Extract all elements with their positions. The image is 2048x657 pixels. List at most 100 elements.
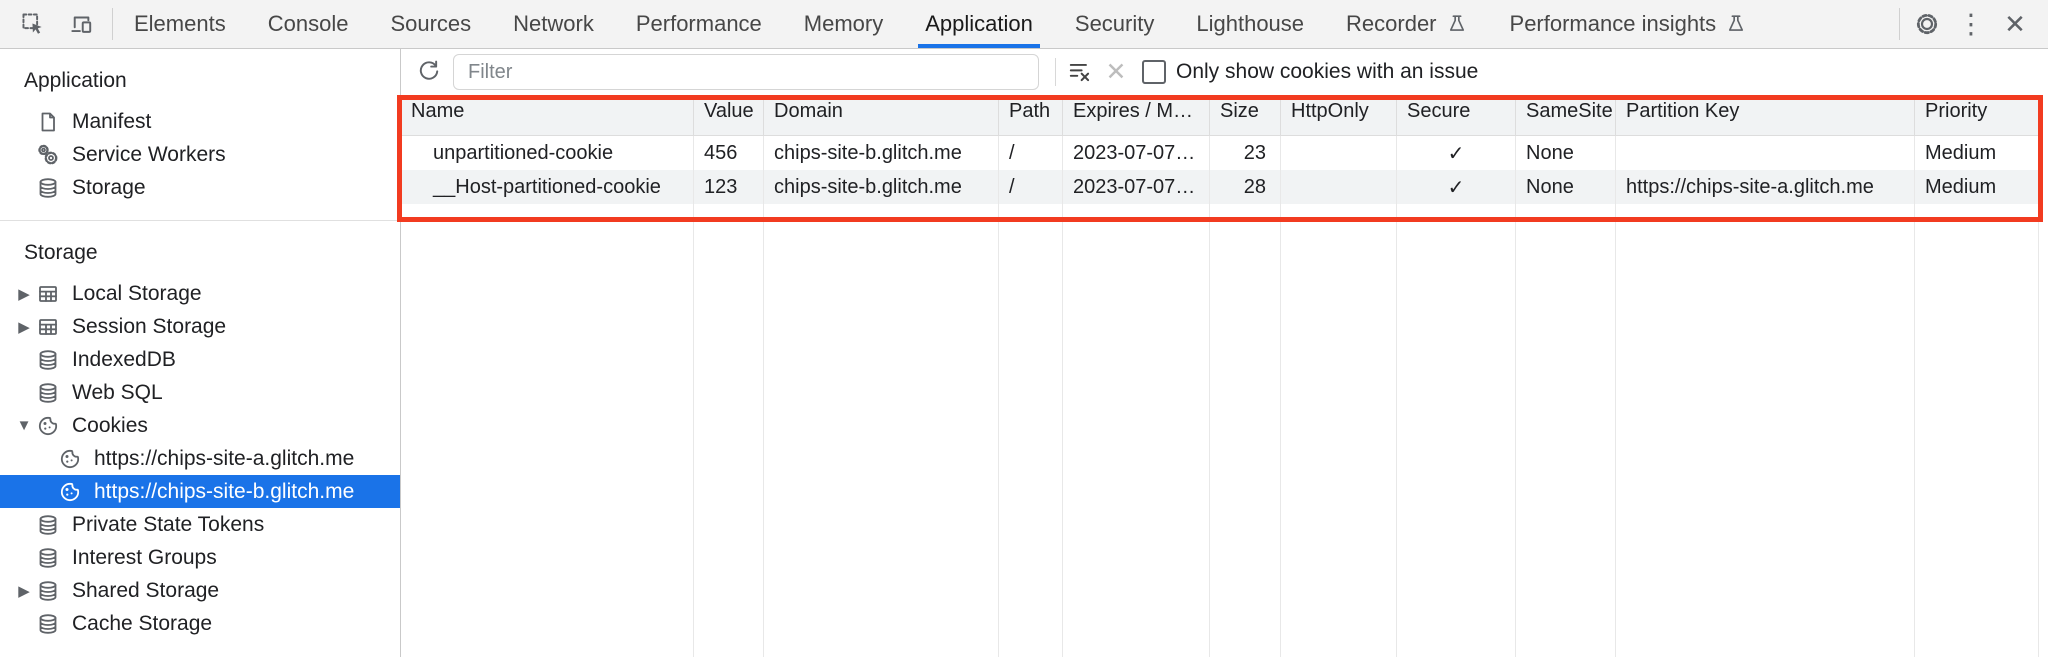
cell-path[interactable]: /: [999, 136, 1063, 170]
sidebar-item-manifest[interactable]: Manifest: [0, 105, 400, 138]
cell-secure-checkmark[interactable]: ✓: [1397, 170, 1516, 204]
cell-partition-key[interactable]: [1616, 136, 1915, 170]
chevron-right-icon[interactable]: ▶: [18, 285, 30, 303]
sidebar-item-label: Local Storage: [72, 281, 202, 305]
column-header-partition-key[interactable]: Partition Key: [1616, 100, 1915, 136]
column-header-secure[interactable]: Secure: [1397, 100, 1516, 136]
sidebar-item-local-storage[interactable]: ▶ Local Storage: [0, 277, 400, 310]
sidebar-item-label: Manifest: [72, 109, 152, 133]
tab-console[interactable]: Console: [247, 0, 370, 48]
cell-partition-key[interactable]: https://chips-site-a.glitch.me: [1616, 170, 1915, 204]
cell-name[interactable]: unpartitioned-cookie: [401, 136, 694, 170]
sidebar-item-cookies[interactable]: ▼ Cookies: [0, 409, 400, 442]
sidebar-item-label: https://chips-site-a.glitch.me: [94, 446, 355, 470]
only-show-issue-label[interactable]: Only show cookies with an issue: [1176, 60, 1479, 83]
cell-size[interactable]: 23: [1210, 136, 1281, 170]
column-header-name[interactable]: Name: [401, 100, 694, 136]
tab-label: Network: [513, 11, 594, 36]
sidebar-item-cookies-chips-site-a[interactable]: https://chips-site-a.glitch.me: [0, 442, 400, 475]
sidebar-item-label: Interest Groups: [72, 545, 217, 569]
sidebar-item-shared-storage[interactable]: ▶ Shared Storage: [0, 574, 400, 607]
tab-sources[interactable]: Sources: [369, 0, 492, 48]
cell-path[interactable]: /: [999, 170, 1063, 204]
device-toolbar-icon[interactable]: [64, 7, 98, 41]
filler-cell: [1397, 204, 1516, 657]
sidebar-item-indexeddb[interactable]: IndexedDB: [0, 343, 400, 376]
sidebar-item-private-state-tokens[interactable]: Private State Tokens: [0, 508, 400, 541]
only-show-issue-checkbox[interactable]: [1142, 60, 1166, 84]
sidebar-item-label: Web SQL: [72, 380, 163, 404]
cell-domain[interactable]: chips-site-b.glitch.me: [764, 170, 999, 204]
sidebar-item-service-workers[interactable]: Service Workers: [0, 138, 400, 171]
gear-icon[interactable]: [1910, 7, 1944, 41]
sidebar-item-cache-storage[interactable]: Cache Storage: [0, 607, 400, 640]
column-header-expires[interactable]: Expires / M…: [1063, 100, 1210, 136]
cell-priority[interactable]: Medium: [1915, 170, 2039, 204]
database-icon: [39, 613, 57, 634]
cell-value[interactable]: 456: [694, 136, 764, 170]
toolbar-left-icons: [0, 0, 112, 48]
tab-label: Application: [925, 11, 1033, 36]
sidebar-item-interest-groups[interactable]: Interest Groups: [0, 541, 400, 574]
filter-input[interactable]: [453, 54, 1039, 90]
filler-cell: [694, 204, 764, 657]
database-icon: [39, 382, 57, 403]
column-header-priority[interactable]: Priority: [1915, 100, 2039, 136]
sidebar-item-web-sql[interactable]: Web SQL: [0, 376, 400, 409]
cell-httponly[interactable]: [1281, 170, 1397, 204]
inspect-element-icon[interactable]: [16, 7, 50, 41]
tab-elements[interactable]: Elements: [113, 0, 247, 48]
chevron-right-icon[interactable]: ▶: [18, 318, 30, 336]
clear-filter-icon[interactable]: [1062, 54, 1098, 90]
cookie-icon: [60, 448, 80, 468]
cell-name[interactable]: __Host-partitioned-cookie: [401, 170, 694, 204]
filler-cell: [1516, 204, 1616, 657]
tab-label: Security: [1074, 11, 1155, 36]
database-icon: [39, 547, 57, 568]
sidebar-item-cookies-chips-site-b[interactable]: https://chips-site-b.glitch.me: [0, 475, 400, 508]
column-header-httponly[interactable]: HttpOnly: [1281, 100, 1397, 136]
sidebar-item-label: IndexedDB: [72, 347, 176, 371]
refresh-icon[interactable]: [411, 54, 447, 90]
chevron-down-icon[interactable]: ▼: [16, 417, 32, 434]
column-header-samesite[interactable]: SameSite: [1516, 100, 1616, 136]
cell-samesite[interactable]: None: [1516, 170, 1616, 204]
tab-security[interactable]: Security: [1054, 0, 1175, 48]
tab-memory[interactable]: Memory: [783, 0, 904, 48]
cell-httponly[interactable]: [1281, 136, 1397, 170]
cell-expires[interactable]: 2023-07-07…: [1063, 136, 1210, 170]
delete-selected-icon[interactable]: ✕: [1105, 58, 1127, 86]
sidebar-item-session-storage[interactable]: ▶ Session Storage: [0, 310, 400, 343]
filler-cell: [1210, 204, 1281, 657]
tab-recorder[interactable]: Recorder: [1325, 0, 1488, 48]
cell-expires[interactable]: 2023-07-07…: [1063, 170, 1210, 204]
cell-domain[interactable]: chips-site-b.glitch.me: [764, 136, 999, 170]
close-icon[interactable]: ✕: [2004, 9, 2026, 39]
filler-cell: [1063, 204, 1210, 657]
cell-samesite[interactable]: None: [1516, 136, 1616, 170]
sidebar-section-title: Application: [24, 69, 127, 92]
devtools-top-toolbar: Elements Console Sources Network Perform…: [0, 0, 2048, 49]
sidebar-item-storage[interactable]: Storage: [0, 171, 400, 204]
column-header-domain[interactable]: Domain: [764, 100, 999, 136]
tab-lighthouse[interactable]: Lighthouse: [1175, 0, 1325, 48]
sidebar-item-label: Shared Storage: [72, 578, 220, 602]
kebab-menu-icon[interactable]: ⋮: [1957, 8, 1985, 39]
filler-cell: [764, 204, 999, 657]
sidebar-item-label: Storage: [72, 175, 146, 199]
cell-secure-checkmark[interactable]: ✓: [1397, 136, 1516, 170]
column-header-path[interactable]: Path: [999, 100, 1063, 136]
tab-application[interactable]: Application: [904, 0, 1054, 48]
filler-cell: [999, 204, 1063, 657]
column-header-value[interactable]: Value: [694, 100, 764, 136]
column-header-size[interactable]: Size: [1210, 100, 1281, 136]
cell-size[interactable]: 28: [1210, 170, 1281, 204]
chevron-right-icon[interactable]: ▶: [18, 582, 30, 600]
cell-priority[interactable]: Medium: [1915, 136, 2039, 170]
sidebar-item-label: Cache Storage: [72, 611, 213, 635]
tab-network[interactable]: Network: [492, 0, 615, 48]
tab-performance[interactable]: Performance: [615, 0, 783, 48]
cell-value[interactable]: 123: [694, 170, 764, 204]
tab-performance-insights[interactable]: Performance insights: [1489, 0, 1769, 48]
